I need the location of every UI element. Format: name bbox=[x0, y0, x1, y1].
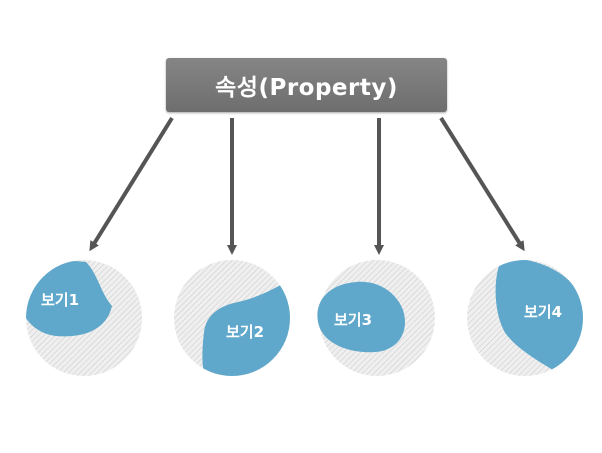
view4-label: 보기4 bbox=[524, 303, 562, 321]
view1-region bbox=[26, 261, 112, 337]
property-title-box: 속성(Property) bbox=[166, 58, 447, 112]
view-circle-2: 보기2 bbox=[174, 260, 290, 376]
view-circle-4: 보기4 bbox=[467, 260, 583, 376]
property-title: 속성(Property) bbox=[215, 75, 398, 101]
arrow-to-view1 bbox=[89, 116, 174, 252]
view3-region bbox=[317, 281, 405, 353]
arrow-to-view4 bbox=[439, 116, 525, 252]
view1-label: 보기1 bbox=[41, 291, 79, 309]
view4-region bbox=[495, 260, 583, 376]
view2-label: 보기2 bbox=[226, 323, 264, 341]
view3-label: 보기3 bbox=[334, 311, 372, 329]
view-circle-3: 보기3 bbox=[317, 260, 435, 376]
view-circle-1: 보기1 bbox=[26, 260, 142, 376]
